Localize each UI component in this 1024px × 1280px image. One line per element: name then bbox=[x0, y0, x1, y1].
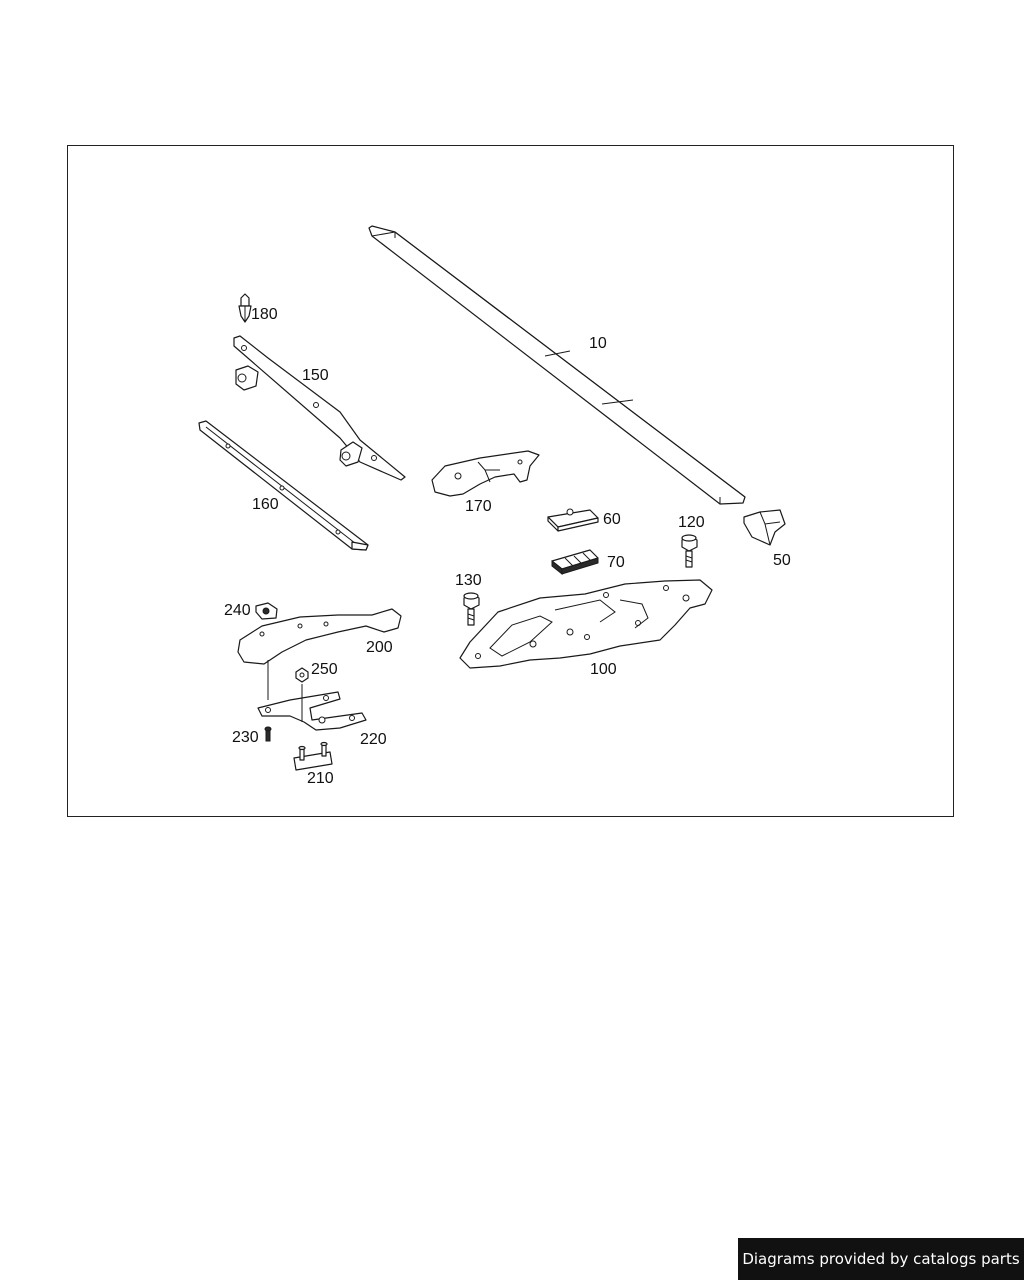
callout-160[interactable]: 160 bbox=[252, 496, 279, 513]
credit-text: Diagrams provided by catalogs parts bbox=[742, 1250, 1020, 1268]
part-150-bracket[interactable] bbox=[233, 335, 406, 481]
assembly-lines bbox=[267, 660, 303, 722]
callout-120[interactable]: 120 bbox=[678, 514, 705, 531]
part-60-pad[interactable] bbox=[547, 508, 599, 532]
part-100-mounting-plate[interactable] bbox=[459, 579, 713, 669]
part-120-bolt[interactable] bbox=[681, 534, 698, 568]
callout-labels: 10 50 60 70 100 120 130 150 160 170 180 … bbox=[224, 306, 791, 787]
part-210-stud-plate[interactable] bbox=[293, 741, 333, 771]
credit-badge: Diagrams provided by catalogs parts bbox=[738, 1238, 1024, 1280]
callout-70[interactable]: 70 bbox=[607, 554, 625, 571]
part-220-mounting-bracket[interactable] bbox=[257, 691, 367, 731]
callout-230[interactable]: 230 bbox=[232, 729, 259, 746]
callout-220[interactable]: 220 bbox=[360, 731, 387, 748]
callout-50[interactable]: 50 bbox=[773, 552, 791, 569]
callout-170[interactable]: 170 bbox=[465, 498, 492, 515]
part-10-side-rail[interactable] bbox=[368, 225, 746, 505]
part-200-shield[interactable] bbox=[237, 608, 402, 665]
part-240-clip-nut[interactable] bbox=[255, 602, 278, 620]
callout-100[interactable]: 100 bbox=[590, 661, 617, 678]
callout-240[interactable]: 240 bbox=[224, 602, 251, 619]
part-170-support-bracket[interactable] bbox=[431, 450, 540, 497]
callout-180[interactable]: 180 bbox=[251, 306, 278, 323]
callout-10[interactable]: 10 bbox=[589, 335, 607, 352]
part-70-pad[interactable] bbox=[551, 549, 599, 576]
part-250-nut[interactable] bbox=[295, 667, 309, 683]
part-130-bolt[interactable] bbox=[463, 592, 480, 626]
part-50-end-cap[interactable] bbox=[743, 509, 786, 546]
diagram-frame bbox=[67, 145, 954, 817]
callout-60[interactable]: 60 bbox=[603, 511, 621, 528]
part-230-screw[interactable] bbox=[264, 726, 272, 742]
part-180-push-pin[interactable] bbox=[238, 293, 252, 323]
callout-250[interactable]: 250 bbox=[311, 661, 338, 678]
callout-150[interactable]: 150 bbox=[302, 367, 329, 384]
callout-210[interactable]: 210 bbox=[307, 770, 334, 787]
callout-130[interactable]: 130 bbox=[455, 572, 482, 589]
callout-200[interactable]: 200 bbox=[366, 639, 393, 656]
part-160-strip[interactable] bbox=[198, 420, 369, 551]
